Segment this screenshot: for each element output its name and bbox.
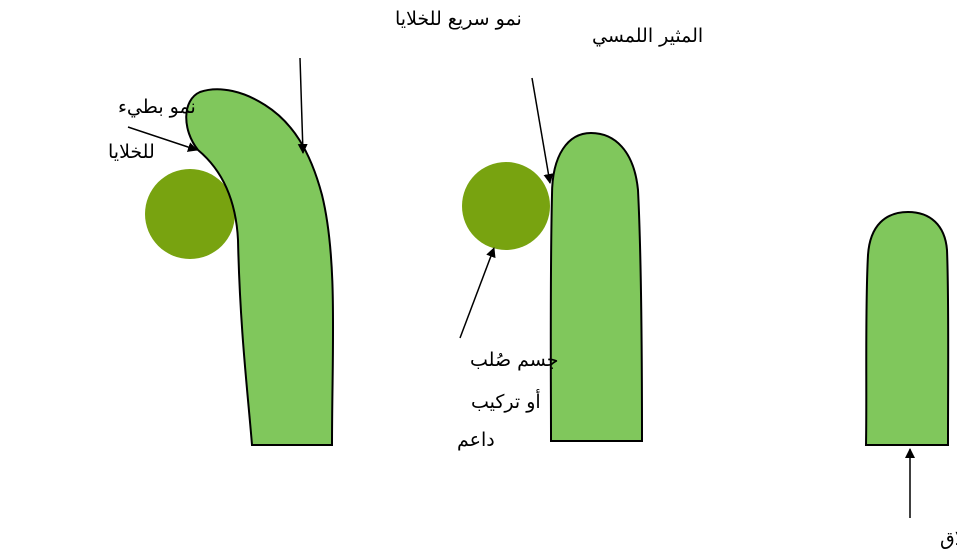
arrow-fast-growth — [300, 58, 303, 153]
support-sphere-left — [145, 169, 235, 259]
label-slow-growth-line1: نمو بطيء — [118, 96, 196, 118]
support-sphere-middle — [462, 162, 550, 250]
stage-touch: المثير اللمسي جسم صُلب أو تركيب داعم — [457, 25, 703, 451]
stage-straight: المِحلاق — [866, 212, 957, 550]
tendril-touching — [551, 133, 642, 441]
label-slow-growth-line2: للخلايا — [108, 141, 155, 163]
stage-bending: نمو سريع للخلايا نمو بطيء للخلايا — [108, 8, 522, 445]
label-support-line1: جسم صُلب — [470, 349, 558, 371]
arrow-touch-stimulus — [532, 78, 550, 183]
label-tendril: المِحلاق — [940, 528, 957, 550]
tendril-straight — [866, 212, 948, 445]
tendril-bent — [186, 89, 333, 445]
label-support-line3: داعم — [457, 429, 495, 451]
label-touch-stimulus: المثير اللمسي — [592, 25, 703, 47]
label-fast-growth: نمو سريع للخلايا — [395, 8, 522, 30]
label-support-line2: أو تركيب — [471, 389, 541, 413]
arrow-support — [460, 248, 494, 338]
